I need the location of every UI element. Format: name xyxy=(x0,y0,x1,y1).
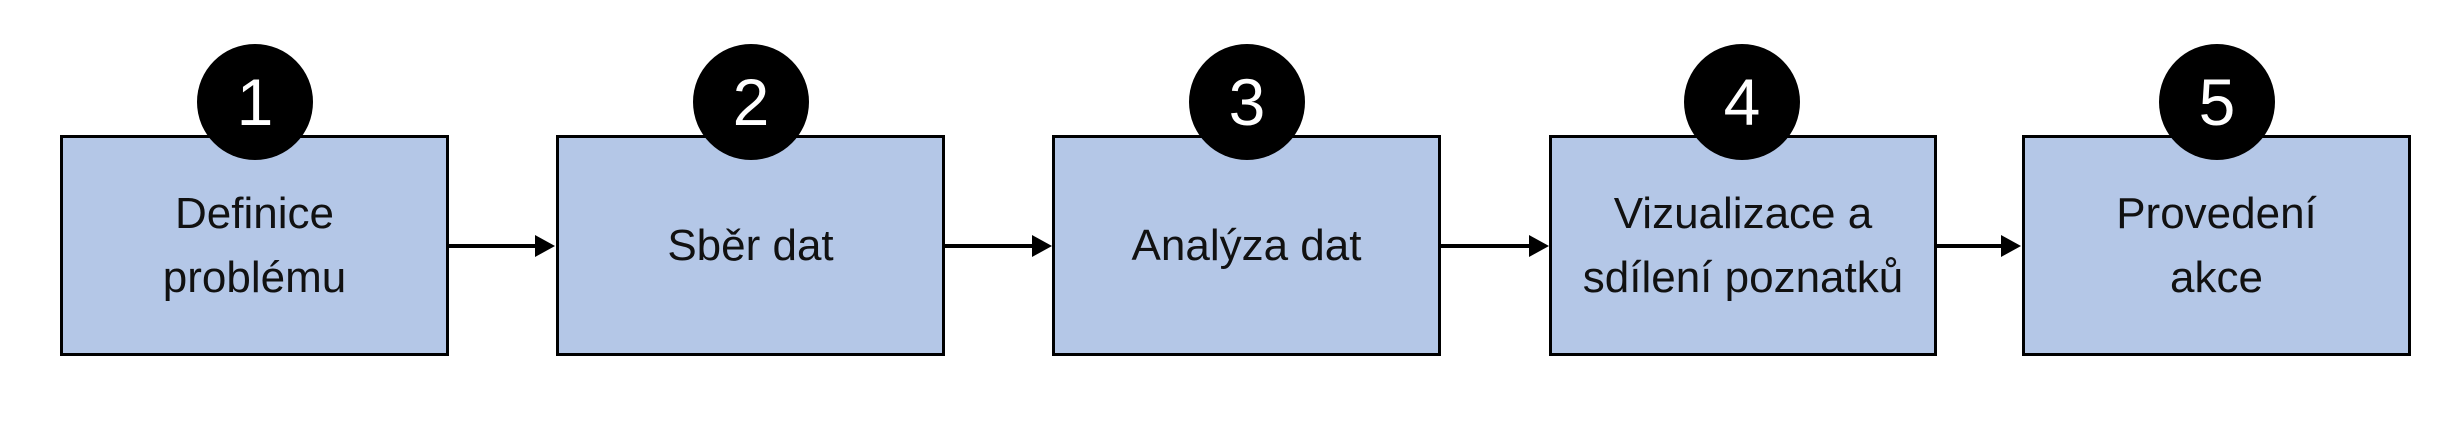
step-box-sber-dat: Sběr dat xyxy=(556,135,945,356)
step-number-badge: 2 xyxy=(693,44,809,160)
step-label: Definice problému xyxy=(162,188,347,302)
step-label: Sběr dat xyxy=(667,220,834,270)
step-box-definice-problemu: Definice problému xyxy=(60,135,449,356)
arrow-4-to-5-head xyxy=(2001,235,2021,257)
step-number: 1 xyxy=(236,65,274,139)
arrow-2-to-3-head xyxy=(1032,235,1052,257)
step-number: 2 xyxy=(732,65,770,139)
step-number: 4 xyxy=(1723,65,1761,139)
step-number-badge: 1 xyxy=(197,44,313,160)
step-number: 5 xyxy=(2198,65,2236,139)
step-number: 3 xyxy=(1228,65,1266,139)
step-box-analyza-dat: Analýza dat xyxy=(1052,135,1441,356)
step-box-provedeni-akce: Provedení akce xyxy=(2022,135,2411,356)
step-number-badge: 4 xyxy=(1684,44,1800,160)
step-box-vizualizace: Vizualizace a sdílení poznatků xyxy=(1549,135,1937,356)
step-label: Analýza dat xyxy=(1131,220,1362,270)
arrow-3-to-4-head xyxy=(1529,235,1549,257)
step-label: Provedení akce xyxy=(2116,188,2317,302)
arrow-1-to-2-head xyxy=(535,235,555,257)
step-number-badge: 5 xyxy=(2159,44,2275,160)
step-number-badge: 3 xyxy=(1189,44,1305,160)
step-label: Vizualizace a sdílení poznatků xyxy=(1582,188,1904,302)
